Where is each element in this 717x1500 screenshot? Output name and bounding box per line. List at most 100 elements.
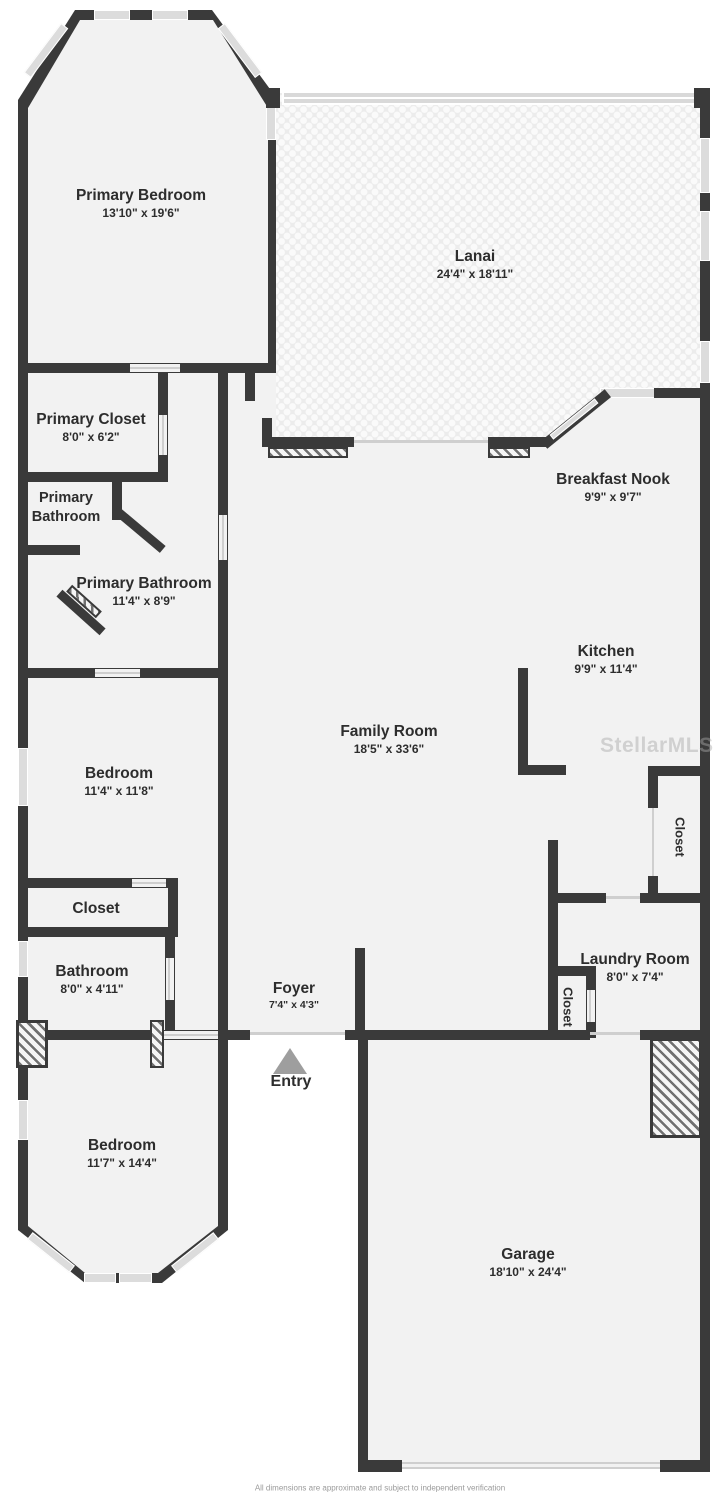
room-name: Closet xyxy=(72,899,120,917)
entry-label: Entry xyxy=(270,1073,312,1090)
room-label-kitchen: Kitchen 9'9" x 11'4" xyxy=(574,642,637,678)
room-label-laundry: Laundry Room 8'0" x 7'4" xyxy=(580,950,689,986)
sliding-door-panel xyxy=(488,447,530,458)
door-opening-line xyxy=(132,882,166,884)
window xyxy=(700,211,710,261)
wall xyxy=(262,437,354,447)
room-label-primary-bathroom-small: Primary Bathroom xyxy=(23,489,109,527)
room-label-foyer: Foyer 7'4" x 4'3" xyxy=(269,979,319,1013)
window xyxy=(18,748,28,806)
room-label-primary-bedroom: Primary Bedroom 13'10" x 19'6" xyxy=(76,186,206,222)
wall xyxy=(262,418,272,440)
wall xyxy=(700,193,710,211)
wall xyxy=(18,878,178,888)
room-label-right-closet: Closet xyxy=(672,817,688,857)
garage-door-line xyxy=(402,1467,662,1469)
disclaimer-text: All dimensions are approximate and subje… xyxy=(254,1483,506,1493)
window xyxy=(18,941,28,977)
room-name: Bedroom xyxy=(84,765,154,783)
door-opening-line xyxy=(222,515,224,560)
door-opening-line xyxy=(589,990,591,1022)
wall xyxy=(358,1460,402,1472)
room-dims: 18'5" x 33'6" xyxy=(353,742,425,757)
room-label-garage: Garage 18'10" x 24'4" xyxy=(489,1245,566,1281)
room-name: Primary Closet xyxy=(36,411,146,429)
room-dims: 18'10" x 24'4" xyxy=(489,1265,567,1280)
room-label-primary-bathroom: Primary Bathroom 11'4" x 8'9" xyxy=(76,574,211,610)
wall xyxy=(18,927,178,937)
wall xyxy=(660,1460,710,1472)
wall xyxy=(640,893,710,903)
closet-shelving xyxy=(16,1020,48,1068)
room-dims: 9'9" x 11'4" xyxy=(574,662,638,677)
door-opening xyxy=(166,958,174,1000)
room-label-family-room: Family Room 18'5" x 33'6" xyxy=(340,722,437,758)
room-label-primary-closet: Primary Closet 8'0" x 6'2" xyxy=(36,410,145,446)
room-dims: 8'0" x 6'2" xyxy=(62,430,120,445)
wall xyxy=(648,766,710,776)
wall xyxy=(168,878,178,937)
kitchen-peninsula-wall xyxy=(518,765,566,775)
primary-bedroom-fill xyxy=(28,20,268,363)
front-door-line xyxy=(250,1032,345,1035)
room-name: Laundry Room xyxy=(580,951,690,969)
room-name: Foyer xyxy=(272,980,316,998)
room-dims: 9'9" x 9'7" xyxy=(584,490,642,505)
lanai-tile-floor xyxy=(276,93,700,443)
room-name: Kitchen xyxy=(577,643,635,661)
door-opening-line xyxy=(162,415,164,455)
wall xyxy=(548,966,596,976)
foyer-wall xyxy=(355,948,365,1040)
window xyxy=(700,138,710,193)
mls-watermark: StellarMLS xyxy=(600,734,714,757)
window xyxy=(152,10,188,20)
room-name: Bedroom xyxy=(87,1137,157,1155)
room-name: Primary Bedroom xyxy=(75,187,207,205)
room-label-bedroom-mid: Bedroom 11'4" x 11'8" xyxy=(84,764,153,800)
room-label-lanai: Lanai 24'4" x 18'11" xyxy=(437,247,513,283)
window xyxy=(84,1273,116,1283)
door-opening-line xyxy=(168,958,170,1000)
wall xyxy=(648,776,658,808)
wall xyxy=(648,876,658,903)
wall xyxy=(18,472,168,482)
window xyxy=(18,1100,28,1140)
wall xyxy=(548,893,606,903)
door-opening-line xyxy=(130,367,180,369)
wall xyxy=(700,98,710,138)
room-dims: 13'10" x 19'6" xyxy=(102,206,180,221)
room-name: Family Room xyxy=(340,723,438,741)
sliding-door-track xyxy=(354,440,488,443)
wall xyxy=(640,1030,710,1040)
kitchen-peninsula-wall xyxy=(518,668,528,775)
wall xyxy=(18,545,80,555)
room-dims: 11'7" x 14'4" xyxy=(87,1156,157,1171)
room-label-hall-closet: Closet xyxy=(72,899,119,919)
room-name: Bathroom xyxy=(55,963,129,981)
wall xyxy=(548,840,558,1038)
garage-left-wall xyxy=(358,1040,368,1470)
lanai-screen-window xyxy=(282,91,696,105)
room-name: Breakfast Nook xyxy=(556,471,670,489)
garage-right-wall xyxy=(700,1035,710,1472)
room-label-bedroom-front: Bedroom 11'7" x 14'4" xyxy=(87,1136,157,1172)
wall xyxy=(245,373,255,401)
door-opening-line xyxy=(95,672,140,674)
room-dims: 24'4" x 18'11" xyxy=(436,267,514,282)
door-opening xyxy=(587,990,595,1022)
room-dims: 8'0" x 4'11" xyxy=(60,982,124,997)
room-dims: 8'0" x 7'4" xyxy=(606,970,664,985)
wall xyxy=(18,373,28,1035)
main-living-fill xyxy=(228,440,710,1035)
room-dims: 7'4" x 4'3" xyxy=(269,999,319,1012)
window xyxy=(119,1273,152,1283)
door-opening-line xyxy=(590,1032,640,1035)
room-name: Lanai xyxy=(454,248,496,266)
garage-door-line xyxy=(402,1462,662,1464)
room-name: Primary Bathroom xyxy=(76,575,212,593)
room-label-bathroom: Bathroom 8'0" x 4'11" xyxy=(55,962,128,998)
door-panel xyxy=(150,1020,164,1068)
front-bedroom-fill xyxy=(28,1040,218,1273)
room-label-breakfast-nook: Breakfast Nook 9'9" x 9'7" xyxy=(556,470,670,506)
wall xyxy=(266,88,280,108)
